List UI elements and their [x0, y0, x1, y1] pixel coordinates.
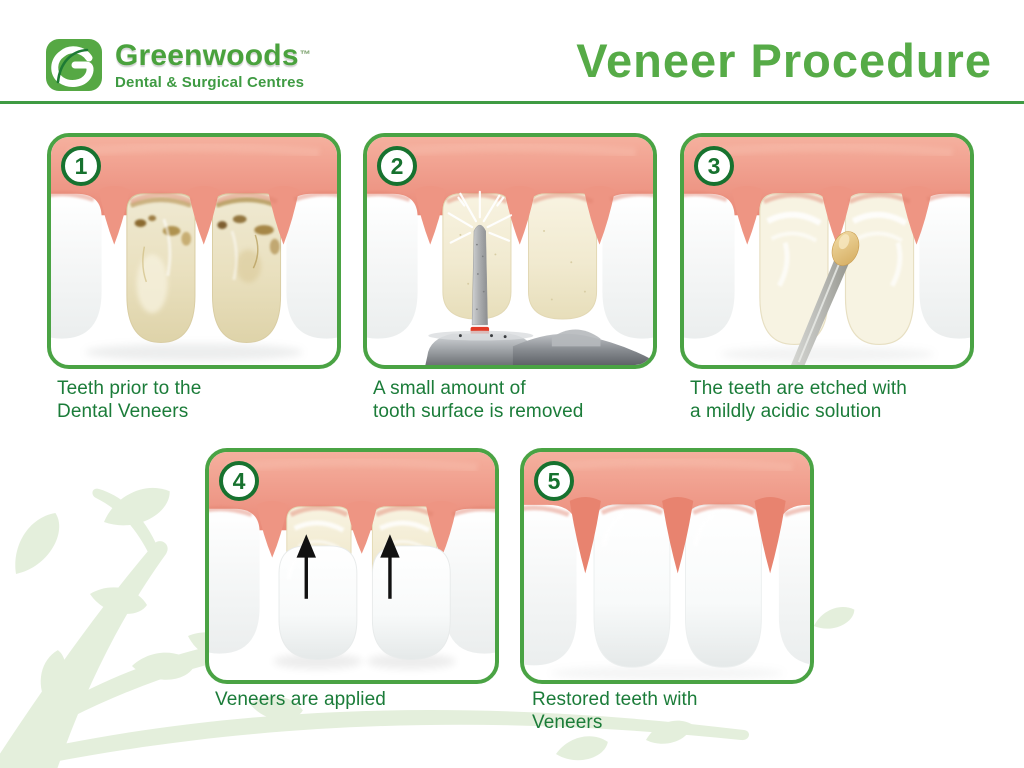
trademark-symbol: ™ [299, 49, 311, 62]
step-4-caption: Veneers are applied [215, 689, 386, 710]
apply-direction-arrows [296, 534, 400, 599]
step-4-panel: 4 [205, 448, 499, 684]
step-number-badge: 4 [219, 461, 259, 501]
step-number-badge: 2 [377, 146, 417, 186]
header-divider [0, 101, 1024, 104]
step-2-illustration-drill [367, 137, 653, 365]
step-number-badge: 1 [61, 146, 101, 186]
step-1-panel: 1 [47, 133, 341, 369]
step-2-panel: 2 [363, 133, 657, 369]
step-number: 2 [390, 152, 404, 179]
brand-tagline: Dental & Surgical Centres [115, 73, 305, 91]
step-5-caption: Restored teeth with Veneers [532, 689, 698, 734]
step-3-caption: The teeth are etched with a mildly acidi… [690, 378, 907, 423]
brand-text-block: Greenwoods™ Dental & Surgical Centres [115, 38, 311, 91]
greenwoods-leaf-g-icon [46, 39, 102, 91]
step-number-badge: 3 [694, 146, 734, 186]
decay-stains [129, 197, 280, 314]
header: Greenwoods™ Dental & Surgical Centres [45, 38, 311, 92]
grinding-sparks [447, 190, 513, 244]
step-5-illustration-restored-teeth [524, 452, 810, 680]
step-number-badge: 5 [534, 461, 574, 501]
dental-drill-icon [425, 224, 653, 365]
step-1-caption: Teeth prior to the Dental Veneers [57, 378, 202, 423]
step-1-illustration-discolored-teeth [51, 137, 337, 362]
step-number: 5 [547, 467, 561, 494]
step-3-panel: 3 [680, 133, 974, 369]
page-title: Veneer Procedure [576, 34, 992, 87]
step-3-illustration-etching [684, 137, 970, 365]
step-number: 4 [232, 467, 246, 494]
step-number: 3 [707, 152, 721, 179]
step-2-caption: A small amount of tooth surface is remov… [373, 378, 584, 423]
etch-applicator-icon [791, 231, 860, 365]
etch-sheen [766, 211, 908, 287]
brand-name: Greenwoods™ [115, 38, 311, 72]
step-number: 1 [74, 152, 88, 179]
step-5-panel: 5 [520, 448, 814, 684]
